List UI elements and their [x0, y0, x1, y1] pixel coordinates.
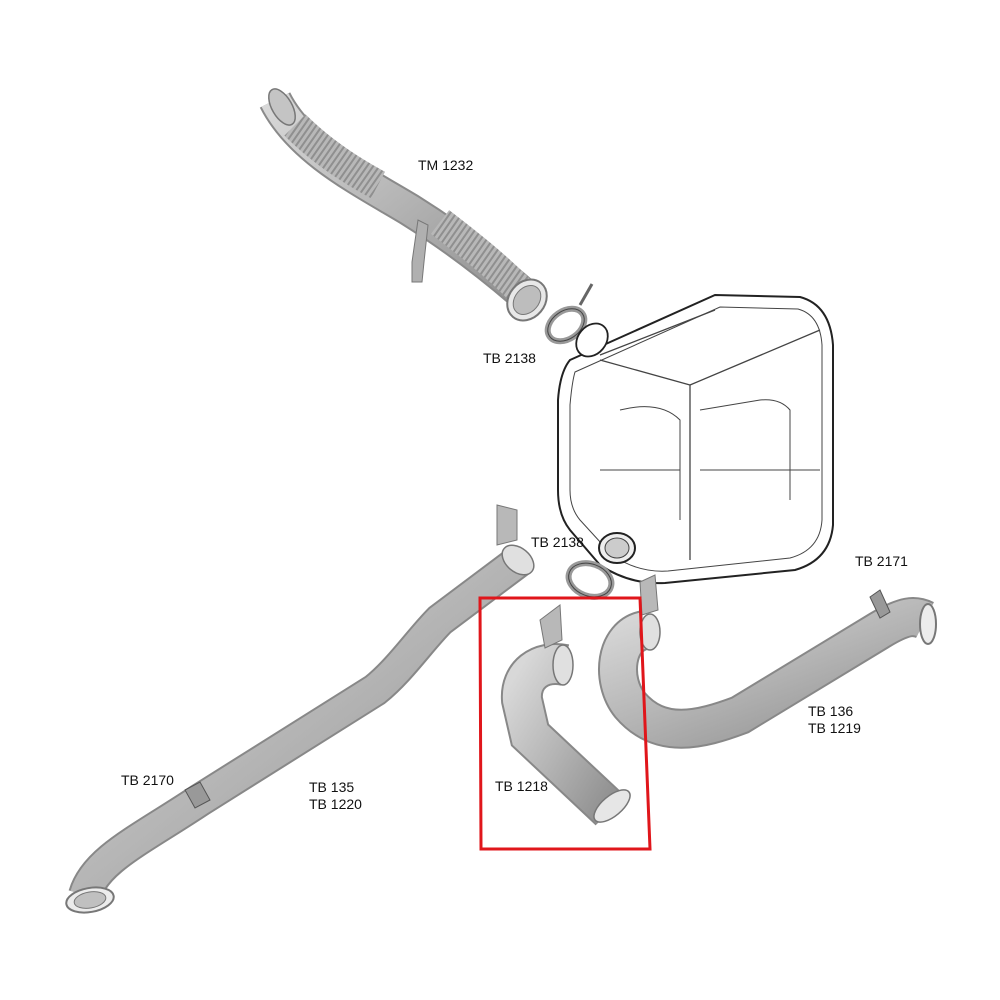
- clamp-top-tb2138: [544, 283, 594, 345]
- pipe-tb1218: [500, 604, 631, 826]
- muffler-box: [557, 293, 834, 585]
- label-tb2170: TB 2170: [121, 772, 174, 788]
- label-tb2138-mid: TB 2138: [531, 534, 584, 550]
- pipe-tb136: [598, 574, 937, 749]
- label-tb1220: TB 1220: [309, 796, 362, 812]
- pipe-tb135: [65, 504, 535, 914]
- label-tb1218: TB 1218: [495, 778, 548, 794]
- clamp-mid-tb2138: [565, 560, 615, 600]
- label-tm1232: TM 1232: [418, 157, 474, 173]
- label-tb2171: TB 2171: [855, 553, 908, 569]
- highlight-box: [478, 596, 652, 851]
- flex-pipe-tm1232: [259, 88, 548, 322]
- label-tb135: TB 135: [309, 779, 355, 795]
- label-tb2138-top: TB 2138: [483, 350, 536, 366]
- label-tb136: TB 136: [808, 703, 854, 719]
- label-tb1219: TB 1219: [808, 720, 861, 736]
